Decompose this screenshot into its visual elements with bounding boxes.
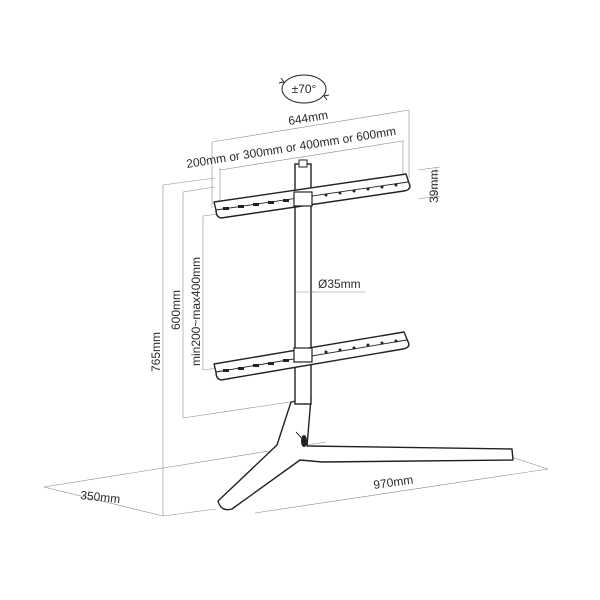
rotation-arrow-left-icon (278, 77, 285, 84)
height-39-dimension: 39mm (417, 166, 441, 203)
top-slot (268, 201, 274, 204)
lower-hole (380, 341, 384, 345)
lower-hole (324, 350, 328, 354)
base-width-label: 970mm (372, 473, 414, 492)
vesa-options-line (219, 140, 404, 171)
lower-arm-slots (223, 339, 398, 372)
rotation-label: ±70° (292, 82, 317, 96)
lower-hole (394, 339, 398, 343)
lower-slot (238, 367, 244, 370)
lower-slot (268, 362, 274, 365)
lower-hole (338, 348, 342, 352)
footprint-front-edge (162, 508, 217, 517)
pole-cap (298, 159, 308, 168)
top-mounting-arm (213, 173, 411, 219)
vesa-height-600-label: 600mm (169, 290, 183, 330)
lower-hole (352, 346, 356, 350)
vesa-height-dimension: 600mm min200~max400mm (169, 186, 291, 419)
top-arm-clamp (293, 191, 313, 207)
vesa-range-ext-top (202, 213, 219, 217)
lower-slot (283, 359, 289, 362)
width-644-dimension: 644mm (211, 108, 410, 208)
total-height-label: 765mm (149, 332, 163, 372)
base-legs (217, 397, 514, 511)
base-width-line (254, 468, 549, 514)
lower-mounting-arm (213, 331, 410, 381)
lower-hole (366, 343, 370, 347)
total-height-dimension: 765mm (149, 177, 216, 516)
top-hole (380, 185, 384, 189)
height-39-ext-top (417, 166, 441, 171)
rotation-indicator: ±70° (278, 74, 330, 104)
vesa-height-600-ext-bottom (182, 401, 291, 419)
lower-slot (223, 369, 229, 372)
top-slot (238, 205, 244, 208)
top-slot (253, 203, 259, 206)
vesa-height-600-ext-top (182, 186, 216, 193)
lower-arm-clamp (293, 347, 313, 363)
stand-pole: Ø35mm (294, 159, 366, 405)
top-slot (283, 199, 289, 202)
top-hole (352, 189, 356, 193)
vesa-range-label: min200~max400mm (189, 257, 203, 366)
height-39-ext-bottom (417, 195, 441, 200)
total-height-ext-top (162, 177, 216, 186)
lower-slot (253, 364, 259, 367)
tube-diameter-label: Ø35mm (318, 277, 361, 291)
base-depth-label: 350mm (80, 488, 121, 506)
vesa-options-label: 200mm or 300mm or 400mm or 600mm (185, 124, 397, 171)
top-slot (223, 207, 229, 210)
rotation-arrow-right-icon (323, 94, 330, 101)
top-hole (394, 183, 398, 187)
top-hole (338, 191, 342, 195)
top-hole (366, 187, 370, 191)
rotation-ellipse (281, 74, 327, 104)
height-39-label: 39mm (427, 170, 441, 203)
width-644-label: 644mm (287, 108, 329, 128)
base-depth-line (43, 486, 164, 517)
top-arm-slots (223, 183, 398, 210)
base-joint-mark (301, 435, 307, 447)
top-hole (324, 193, 328, 197)
width-644-line (211, 109, 410, 143)
stand-base (217, 397, 514, 511)
